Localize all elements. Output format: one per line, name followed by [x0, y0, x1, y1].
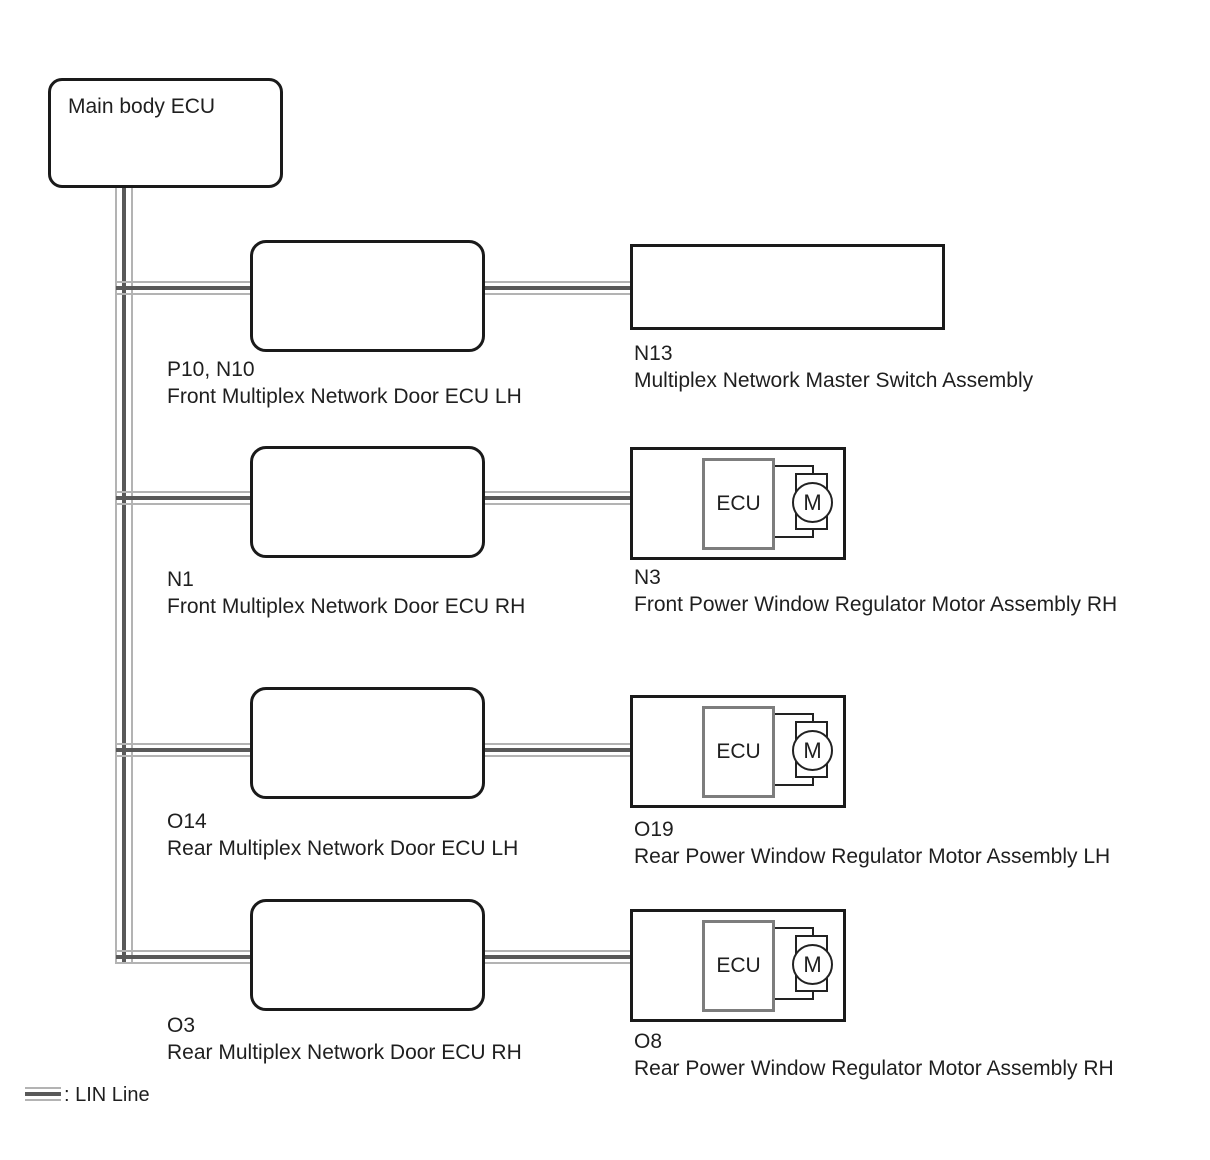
motor-icon: M: [792, 482, 833, 523]
component-code: O3: [167, 1014, 196, 1037]
component-code: N3: [634, 566, 661, 589]
motor-assembly-box-front-rh: ECU M: [630, 447, 846, 560]
legend-label: : LIN Line: [64, 1084, 150, 1106]
component-label-n3: N3 Front Power Window Regulator Motor As…: [634, 564, 1117, 618]
component-code: O19: [634, 818, 674, 841]
ecu-box: ECU: [702, 458, 775, 550]
component-name: Multiplex Network Master Switch Assembly: [634, 369, 1034, 392]
motor-assembly-box-rear-lh: ECU M: [630, 695, 846, 808]
component-label-o14: O14 Rear Multiplex Network Door ECU LH: [167, 808, 518, 862]
component-name: Front Power Window Regulator Motor Assem…: [634, 593, 1118, 616]
component-name: Front Multiplex Network Door ECU LH: [167, 385, 522, 408]
ecu-box: ECU: [702, 920, 775, 1012]
component-label-o19: O19 Rear Power Window Regulator Motor As…: [634, 816, 1110, 870]
component-code: O14: [167, 810, 207, 833]
lin-link-line-row4: [483, 950, 633, 964]
lin-branch-line-row1: [116, 281, 256, 295]
lin-branch-line-row4: [116, 950, 256, 964]
component-code: N1: [167, 568, 194, 591]
ecu-label: ECU: [716, 954, 761, 977]
motor-icon: M: [792, 730, 833, 771]
lin-link-line-row2: [483, 491, 633, 505]
ecu-box: ECU: [702, 706, 775, 798]
main-body-ecu-box: Main body ECU: [48, 78, 283, 188]
motor-label: M: [803, 489, 822, 515]
motor-assembly-box-rear-rh: ECU M: [630, 909, 846, 1022]
component-label-o3: O3 Rear Multiplex Network Door ECU RH: [167, 1012, 522, 1066]
motor-label: M: [803, 951, 822, 977]
door-ecu-box-rear-lh: [250, 687, 485, 799]
door-ecu-box-front-rh: [250, 446, 485, 558]
master-switch-box: [630, 244, 945, 330]
main-body-ecu-label: Main body ECU: [68, 95, 216, 118]
component-label-n13: N13 Multiplex Network Master Switch Asse…: [634, 340, 1033, 394]
motor-label: M: [803, 737, 822, 763]
component-name: Rear Power Window Regulator Motor Assemb…: [634, 1057, 1114, 1080]
component-name: Rear Multiplex Network Door ECU LH: [167, 837, 519, 860]
component-code: P10, N10: [167, 358, 255, 381]
ecu-label: ECU: [716, 740, 761, 763]
component-label-o8: O8 Rear Power Window Regulator Motor Ass…: [634, 1028, 1114, 1082]
component-label-p10-n10: P10, N10 Front Multiplex Network Door EC…: [167, 356, 522, 410]
component-code: O8: [634, 1030, 663, 1053]
lin-branch-line-row2: [116, 491, 256, 505]
lin-link-line-row3: [483, 743, 633, 757]
component-code: N13: [634, 342, 673, 365]
lin-line-swatch-icon: [25, 1087, 61, 1101]
component-name: Rear Multiplex Network Door ECU RH: [167, 1041, 522, 1064]
motor-icon: M: [792, 944, 833, 985]
component-name: Rear Power Window Regulator Motor Assemb…: [634, 845, 1111, 868]
component-name: Front Multiplex Network Door ECU RH: [167, 595, 526, 618]
component-label-n1: N1 Front Multiplex Network Door ECU RH: [167, 566, 525, 620]
lin-trunk-line: [115, 187, 133, 964]
lin-link-line-row1: [483, 281, 633, 295]
lin-branch-line-row3: [116, 743, 256, 757]
ecu-label: ECU: [716, 492, 761, 515]
door-ecu-box-rear-rh: [250, 899, 485, 1011]
door-ecu-box-front-lh: [250, 240, 485, 352]
